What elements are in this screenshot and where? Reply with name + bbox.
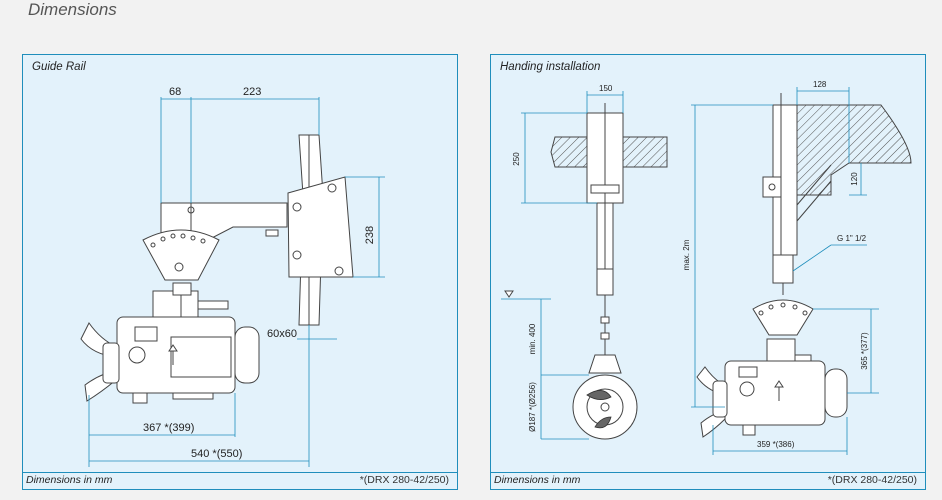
dim-max2m-label: max. 2m [682,239,691,270]
support-pipe-left [596,202,614,296]
dim-128-label: 128 [813,80,827,89]
dim-540-label: 540 *(550) [191,448,242,460]
guide-rail-model-note: *(DRX 280-42/250) [359,474,449,486]
dim-lines-left [521,91,624,440]
guide-rail-units-note: Dimensions in mm [26,474,113,486]
dim-238-label: 238 [364,226,376,244]
dim-60x60-label: 60x60 [267,328,297,340]
ceiling-slab-right [790,104,912,196]
mounting-plate [265,176,354,278]
handing-divider [491,472,925,473]
guide-rail-drawing: 68 223 238 60x60 367 *(399) 540 *(550) [80,86,385,467]
mixer-motor [116,316,260,404]
mixer-motor-right [724,360,848,436]
ceiling-bracket-right [762,93,832,256]
dim-150-label: 150 [599,84,613,93]
handing-drawing: 150 250 min. 400 Ø187 *(Ø256) [501,80,912,455]
dim-365-label: 365 *(377) [860,332,869,370]
mixer-propeller-right [696,366,728,438]
thread-g1-label: G 1" 1/2 [837,234,867,243]
dim-359-label: 359 *(386) [757,440,795,449]
dim-min400-label: min. 400 [528,323,537,354]
handing-panel: Handing installation Dimensions in mm *(… [490,54,926,490]
dim-223-label: 223 [243,86,261,98]
ceiling-bracket-left [586,103,624,204]
guide-rail-divider [23,472,457,473]
mixer-front-left [572,295,638,440]
mixer-propeller [80,322,120,402]
dim-367-label: 367 *(399) [143,422,194,434]
handing-units-note: Dimensions in mm [494,474,581,486]
guide-rail-panel: Guide Rail Dimensions in mm *(DRX 280-42… [22,54,458,490]
tilt-fan-right [752,299,814,364]
dim-187-label: Ø187 *(Ø256) [528,382,537,432]
handing-model-note: *(DRX 280-42/250) [827,474,917,486]
support-pipe-right [772,254,794,295]
dim-250-label: 250 [512,152,521,166]
water-level-marker [501,290,551,300]
dim-lines [88,97,385,467]
tilt-adjust-fan [142,229,220,281]
dim-120-label: 120 [850,172,859,186]
handing-title: Handing installation [500,61,601,73]
section-title: Dimensions [28,0,117,19]
dim-lines-right [691,87,879,455]
dim-68-label: 68 [169,86,181,98]
guide-rail-title: Guide Rail [32,61,86,73]
